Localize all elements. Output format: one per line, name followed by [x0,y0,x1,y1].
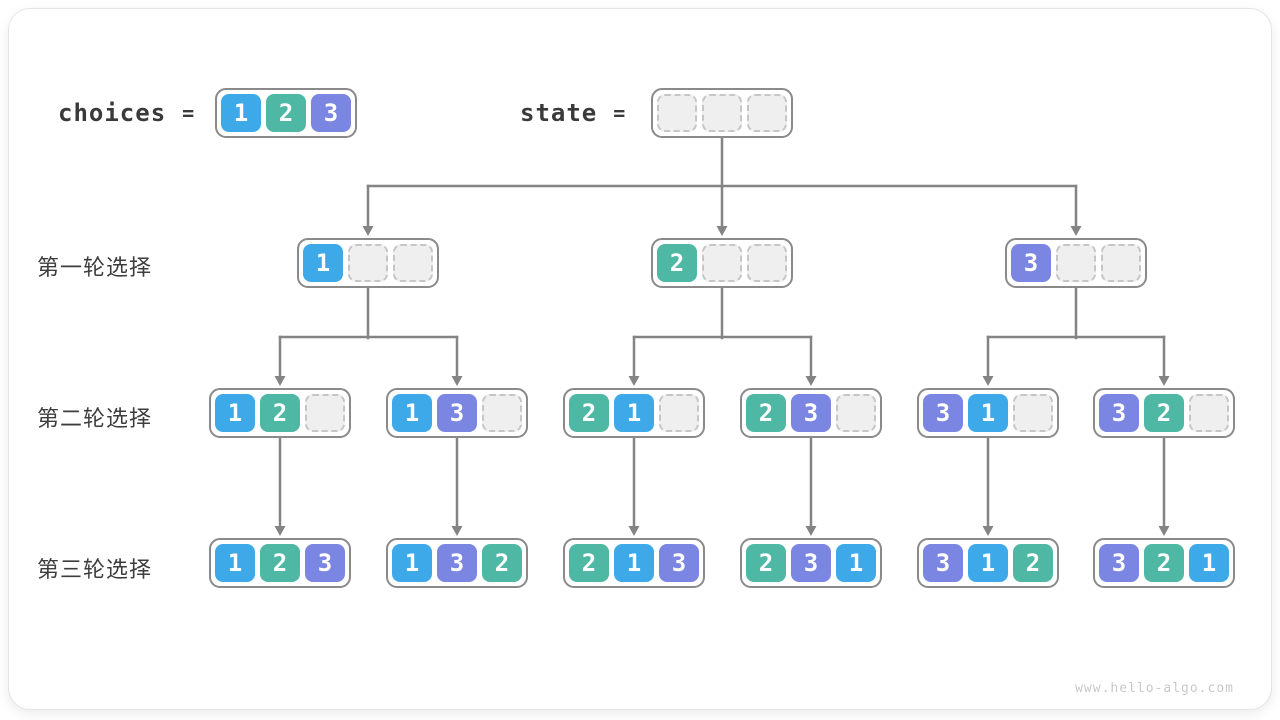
state-box-round1-3: 3 [1005,238,1147,288]
value-cell-1: 1 [1189,544,1229,582]
value-cell-2: 2 [746,394,786,432]
state-box-round1-1: 1 [297,238,439,288]
value-cell-2: 2 [1144,394,1184,432]
choices-label: choices [58,99,167,127]
value-cell-3: 3 [311,94,351,132]
value-cell-1: 1 [968,394,1008,432]
value-cell-2: 2 [746,544,786,582]
value-cell-3: 3 [1099,394,1139,432]
value-cell-3: 3 [305,544,345,582]
value-cell-3: 3 [923,394,963,432]
empty-cell [305,394,345,432]
round-1-label: 第一轮选择 [37,255,153,280]
value-cell-3: 3 [923,544,963,582]
empty-cell [747,244,787,282]
state-label: state [520,99,598,127]
empty-cell [659,394,699,432]
value-cell-1: 1 [836,544,876,582]
value-cell-1: 1 [221,94,261,132]
value-cell-2: 2 [657,244,697,282]
empty-cell [1101,244,1141,282]
equals-sign: = [613,101,626,125]
value-cell-3: 3 [437,394,477,432]
choices-header: choices = [58,88,194,138]
empty-cell [393,244,433,282]
watermark: www.hello-algo.com [1075,681,1234,696]
value-cell-2: 2 [569,544,609,582]
value-cell-1: 1 [614,544,654,582]
value-cell-3: 3 [437,544,477,582]
value-cell-1: 1 [392,544,432,582]
empty-cell [348,244,388,282]
empty-cell [1056,244,1096,282]
empty-cell [747,94,787,132]
value-cell-2: 2 [266,94,306,132]
value-cell-3: 3 [791,544,831,582]
value-cell-1: 1 [392,394,432,432]
value-cell-2: 2 [569,394,609,432]
value-cell-2: 2 [260,394,300,432]
empty-cell [702,244,742,282]
round-2-label: 第二轮选择 [37,406,153,431]
empty-cell [482,394,522,432]
value-cell-3: 3 [659,544,699,582]
value-cell-2: 2 [1013,544,1053,582]
value-cell-2: 2 [1144,544,1184,582]
empty-cell [702,94,742,132]
value-cell-3: 3 [791,394,831,432]
value-cell-1: 1 [215,544,255,582]
value-cell-3: 3 [1099,544,1139,582]
value-cell-1: 1 [968,544,1008,582]
value-cell-3: 3 [1011,244,1051,282]
value-cell-1: 1 [614,394,654,432]
empty-cell [657,94,697,132]
round-3-label: 第三轮选择 [37,557,153,582]
value-cell-2: 2 [482,544,522,582]
empty-cell [1013,394,1053,432]
state-header: state = [520,88,625,138]
state-box-root [651,88,793,138]
empty-cell [1189,394,1229,432]
value-cell-2: 2 [260,544,300,582]
value-cell-1: 1 [303,244,343,282]
equals-sign: = [182,101,195,125]
diagram-card [8,8,1272,710]
value-cell-1: 1 [215,394,255,432]
state-box-round1-2: 2 [651,238,793,288]
empty-cell [836,394,876,432]
